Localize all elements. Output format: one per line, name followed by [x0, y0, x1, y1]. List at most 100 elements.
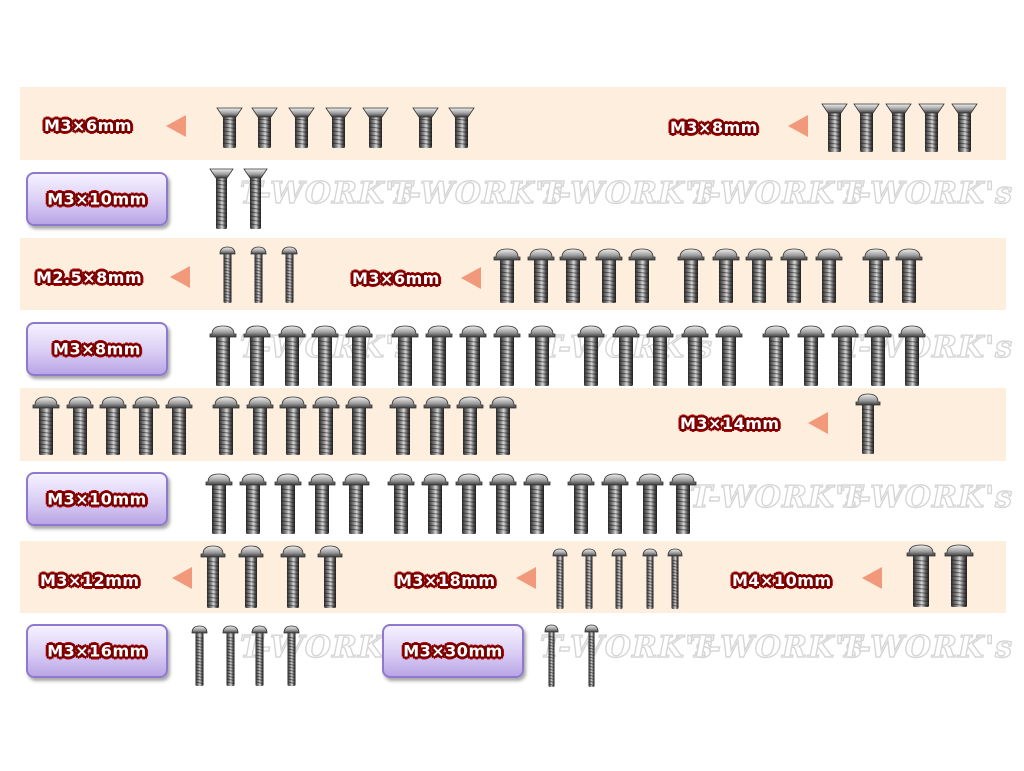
flanged-screw-icon — [66, 396, 94, 462]
button-head-screw-icon — [191, 625, 208, 693]
countersunk-screw-icon — [820, 103, 848, 159]
flanged-screw-icon — [280, 545, 306, 615]
arrow-left-icon — [172, 567, 192, 589]
flanged-screw-icon — [762, 325, 790, 393]
flanged-screw-icon — [567, 473, 595, 541]
size-label: M4×10mm — [732, 571, 832, 590]
flanged-screw-icon — [132, 396, 160, 462]
flanged-screw-icon — [200, 545, 226, 615]
flanged-screw-icon — [32, 396, 60, 462]
flanged-screw-icon — [493, 248, 521, 310]
flanged-screw-icon — [797, 325, 825, 393]
flanged-screw-icon — [345, 396, 373, 462]
flanged-screw-icon — [317, 545, 343, 615]
flanged-screw-icon — [279, 396, 307, 462]
arrow-left-icon — [788, 115, 808, 137]
watermark: T-WORK's — [839, 175, 1014, 211]
flanged-screw-icon — [278, 325, 306, 393]
size-label-box: M3×30mm — [382, 624, 524, 678]
flanged-screw-icon — [312, 396, 340, 462]
button-head-screw-icon — [584, 624, 599, 694]
flanged-screw-icon — [423, 396, 451, 462]
size-label: M3×8mm — [53, 339, 141, 359]
flanged-screw-icon — [636, 473, 664, 541]
flanged-screw-icon — [387, 473, 415, 541]
button-head-screw-icon — [642, 548, 658, 616]
button-head-screw-icon — [219, 246, 236, 310]
watermark: T-WORK's — [689, 629, 864, 665]
flanged-screw-icon — [425, 325, 453, 393]
flanged-screw-icon — [212, 396, 240, 462]
countersunk-screw-icon — [208, 168, 234, 236]
size-label: M3×6mm — [352, 269, 440, 288]
flanged-screw-icon — [864, 325, 892, 393]
size-label-box: M3×8mm — [26, 322, 168, 376]
watermark: T-WORK's — [539, 175, 714, 211]
flanged-screw-icon — [389, 396, 417, 462]
arrow-left-icon — [170, 266, 190, 288]
size-label-box: M3×10mm — [26, 172, 168, 226]
flanged-screw-icon — [862, 248, 890, 310]
row-band-7 — [20, 541, 1006, 613]
flanged-screw-icon — [246, 396, 274, 462]
flanged-screw-icon — [239, 473, 267, 541]
arrow-left-icon — [166, 115, 186, 137]
countersunk-screw-icon — [852, 103, 880, 159]
flanged-screw-icon — [523, 473, 551, 541]
flanged-screw-icon — [745, 248, 773, 310]
flanged-screw-icon — [489, 473, 517, 541]
size-label: M3×14mm — [680, 414, 780, 433]
countersunk-screw-icon — [287, 107, 315, 155]
flanged-screw-icon — [528, 325, 556, 393]
size-label: M3×16mm — [47, 641, 147, 661]
flanged-screw-icon — [342, 473, 370, 541]
flanged-screw-icon — [855, 393, 881, 461]
flanged-screw-icon — [311, 325, 339, 393]
flanged-screw-icon — [99, 396, 127, 462]
flanged-screw-icon — [456, 396, 484, 462]
size-label: M3×10mm — [47, 189, 147, 209]
flanged-screw-icon — [831, 325, 859, 393]
flanged-screw-icon — [669, 473, 697, 541]
arrow-left-icon — [516, 567, 536, 589]
countersunk-screw-icon — [884, 103, 912, 159]
flanged-screw-icon — [712, 248, 740, 310]
flanged-screw-icon — [455, 473, 483, 541]
size-label: M2.5×8mm — [36, 268, 143, 287]
flanged-screw-icon — [238, 545, 264, 615]
watermark: T-WORK's — [839, 629, 1014, 665]
flanged-screw-icon — [459, 325, 487, 393]
watermark: T-WORK's — [539, 629, 714, 665]
flanged-screw-icon — [308, 473, 336, 541]
size-label: M3×6mm — [44, 116, 132, 135]
button-head-screw-icon — [222, 625, 239, 693]
size-label-box: M3×10mm — [26, 472, 168, 526]
flanged-screw-icon — [577, 325, 605, 393]
flanged-screw-icon — [815, 248, 843, 310]
flanged-screw-icon — [595, 248, 623, 310]
button-head-screw-icon — [251, 625, 268, 693]
countersunk-screw-icon — [324, 107, 352, 155]
button-head-screw-icon — [552, 548, 568, 616]
flanged-screw-icon — [715, 325, 743, 393]
button-head-screw-icon — [250, 246, 267, 310]
flanged-screw-icon — [646, 325, 674, 393]
flanged-screw-icon — [421, 473, 449, 541]
countersunk-screw-icon — [361, 107, 389, 155]
flanged-screw-icon — [243, 325, 271, 393]
flanged-screw-icon — [274, 473, 302, 541]
flanged-screw-icon — [205, 473, 233, 541]
size-label: M3×12mm — [40, 571, 140, 590]
flanged-screw-icon — [489, 396, 517, 462]
button-head-screw-icon — [544, 624, 559, 694]
countersunk-screw-icon — [950, 103, 978, 159]
button-head-screw-icon — [611, 548, 627, 616]
size-label-box: M3×16mm — [26, 624, 168, 678]
arrow-left-icon — [808, 412, 828, 434]
flanged-screw-icon — [527, 248, 555, 310]
flanged-screw-icon — [780, 248, 808, 310]
flanged-screw-icon — [209, 325, 237, 393]
countersunk-screw-icon — [411, 107, 439, 155]
size-label: M3×18mm — [396, 571, 496, 590]
flanged-screw-icon — [493, 325, 521, 393]
